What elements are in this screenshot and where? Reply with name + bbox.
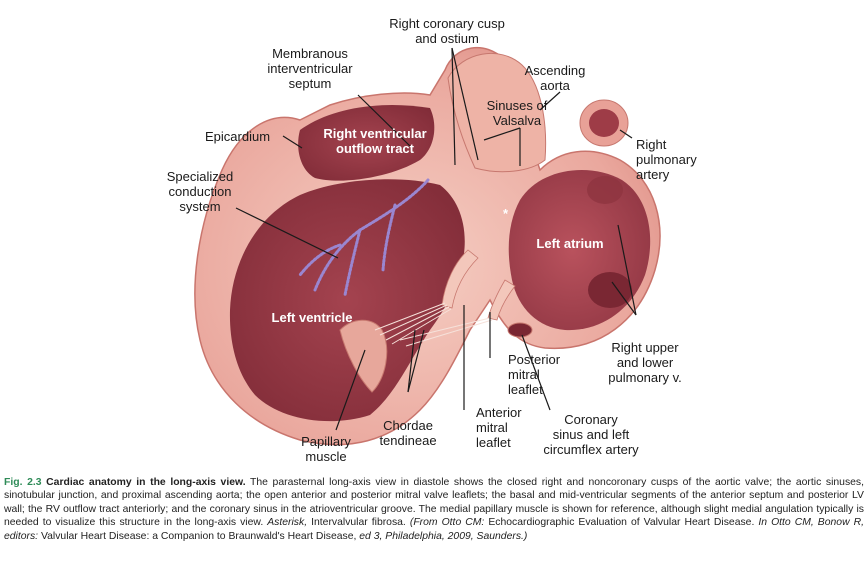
caption-source-end: ed 3, Philadelphia, 2009, Saunders.) <box>359 530 528 542</box>
caption-title: Cardiac anatomy in the long-axis view. <box>46 477 246 488</box>
label-asterisk: * <box>503 206 509 221</box>
conduction-system-fibers <box>298 178 430 297</box>
label-epicardium: Epicardium <box>205 129 271 144</box>
caption-source-book1: Echocardiographic Evaluation of Valvular… <box>488 517 755 529</box>
label-left-atrium: Left atrium <box>536 236 604 251</box>
caption-body: The parasternal long-axis view in diasto… <box>4 477 865 529</box>
caption-asterisk-term: Asterisk, <box>267 517 308 529</box>
chordae-tendineae-strands <box>374 302 493 347</box>
right-pulmonary-artery-lumen <box>589 109 619 137</box>
caption-source-in: In Otto CM, Bonow R, editors: <box>4 517 864 542</box>
figure-caption: Fig. 2.3 Cardiac anatomy in the long-axi… <box>4 476 864 543</box>
posterior-mitral-leaflet-shape <box>487 279 516 321</box>
ascending-aorta-shape <box>447 52 547 173</box>
label-left-ventricle: Left ventricle <box>271 310 353 325</box>
pulmonary-vein-ostium <box>588 272 632 308</box>
caption-source-open: (From Otto CM: <box>409 517 485 529</box>
leader-lines <box>235 47 637 431</box>
caption-figure-number: Fig. 2.3 <box>4 477 42 488</box>
caption-source-book2: Valvular Heart Disease: a Companion to B… <box>40 530 357 542</box>
pulmonary-vein-ostium-upper <box>587 176 623 204</box>
rv-outflow-chamber <box>298 104 435 181</box>
coronary-sinus-shape <box>507 322 533 338</box>
left-ventricle-chamber <box>229 179 465 422</box>
anterior-mitral-leaflet-shape <box>441 249 479 309</box>
heart-long-axis-diagram <box>194 46 661 446</box>
caption-asterisk-text: Intervalvular fibrosa. <box>311 517 406 529</box>
